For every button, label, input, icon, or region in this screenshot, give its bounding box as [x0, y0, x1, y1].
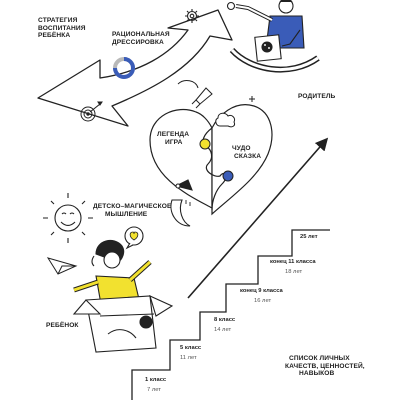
step-age-4: 16 лет: [254, 298, 272, 304]
miracle-label-line: ЧУДО: [232, 145, 251, 152]
legend-label-line: ЛЕГЕНДА: [157, 131, 190, 138]
qualities-label-line: СПИСОК ЛИЧНЫХ: [289, 355, 350, 362]
gear-icon: [185, 9, 199, 23]
cloud-icon: [215, 112, 235, 128]
growth-arrow: [187, 137, 329, 299]
qualities-label-line: НАВЫКОВ: [299, 370, 335, 378]
yellow-dot-icon: [199, 138, 211, 150]
progress-ring-icon: [113, 57, 135, 79]
heart-right: [211, 104, 273, 216]
spark-icon: [249, 96, 255, 102]
step-age-2: 11 лет: [180, 355, 197, 361]
qualities-label-line: КАЧЕСТВ, ЦЕННОСТЕЙ,: [285, 362, 365, 370]
magic-thinking-label: ДЕТСКО–МАГИЧЕСКОЕ МЫШЛЕНИЕ: [93, 203, 171, 218]
strategy-label: СТРАТЕГИЯ ВОСПИТАНИЯ РЕБЁНКА: [38, 17, 86, 40]
strategy-label-line: РЕБЁНКА: [38, 32, 71, 40]
heart-left: [149, 108, 213, 210]
cardboard-box: [72, 294, 174, 353]
parent-figure: [226, 0, 320, 73]
strategy-label-line: СТРАТЕГИЯ: [38, 17, 78, 24]
magic-label-line: ДЕТСКО–МАГИЧЕСКОЕ: [93, 203, 172, 210]
step-age-5: 18 лет: [285, 269, 303, 275]
rational-label-line: РАЦИОНАЛЬНАЯ: [112, 31, 170, 38]
step-age-3: 14 лет: [214, 327, 232, 333]
rocket-icon: [177, 80, 213, 109]
rational-training-label: РАЦИОНАЛЬНАЯ ДРЕССИРОВКА: [112, 31, 170, 46]
curved-arrow: [37, 9, 233, 127]
moon-character-icon: [170, 179, 193, 227]
step-title-4: конец 9 класса: [240, 288, 283, 294]
staircase: [131, 229, 330, 400]
blue-dot-icon: [222, 170, 234, 182]
miracle-label-line: СКАЗКА: [234, 152, 262, 160]
paper-plane-icon: [46, 257, 78, 275]
miracle-tale-label: ЧУДО СКАЗКА: [232, 145, 261, 160]
step-title-1: 1 класс: [145, 377, 167, 383]
rational-label-line: ДРЕССИРОВКА: [112, 38, 164, 46]
step-title-5: конец 11 класса: [270, 259, 316, 265]
target-icon: [80, 101, 103, 122]
child-label: РЕБЁНОК: [46, 322, 79, 329]
step-title-6: 25 лет: [300, 234, 318, 240]
step-title-2: 5 класс: [180, 345, 202, 351]
legend-label-line: ИГРА: [165, 138, 183, 146]
qualities-list-label: СПИСОК ЛИЧНЫХ КАЧЕСТВ, ЦЕННОСТЕЙ, НАВЫКО…: [285, 355, 365, 378]
sun-icon: [43, 193, 93, 243]
step-age-1: 7 лет: [147, 387, 161, 393]
parent-label: РОДИТЕЛЬ: [298, 93, 336, 100]
legend-game-label: ЛЕГЕНДА ИГРА: [157, 131, 189, 146]
step-title-3: 8 класс: [214, 317, 236, 323]
strategy-label-line: ВОСПИТАНИЯ: [38, 24, 86, 32]
magic-label-line: МЫШЛЕНИЕ: [105, 210, 148, 218]
